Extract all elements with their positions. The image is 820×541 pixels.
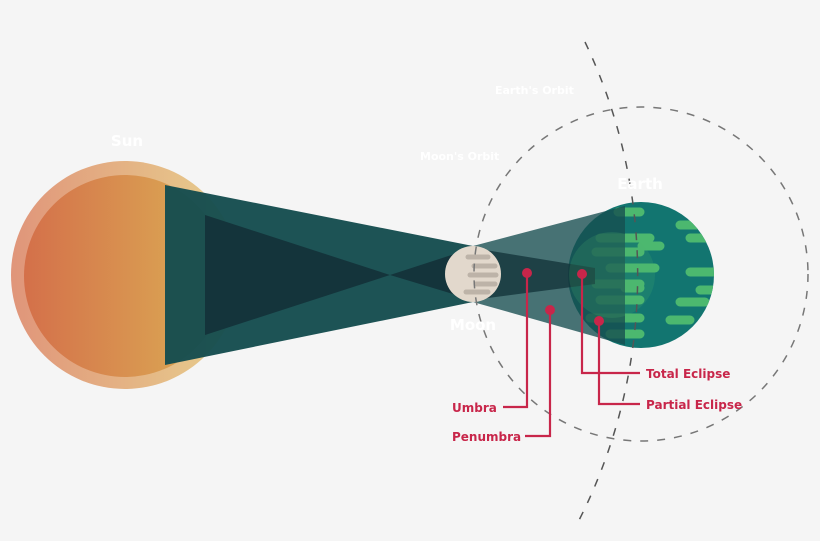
moons-orbit (473, 106, 809, 442)
partial-eclipse-leader (597, 321, 640, 406)
sun-label: Sun (111, 132, 143, 150)
total-eclipse-marker (577, 269, 587, 279)
earth-penumbra-overlay (569, 232, 655, 318)
moons-orbit-label: Moon's Orbit (420, 150, 499, 163)
penumbra-leader (525, 310, 552, 438)
moon-label: Moon (450, 316, 496, 334)
earths-orbit-label: Earth's Orbit (495, 84, 574, 97)
partial-eclipse-label: Partial Eclipse (646, 398, 742, 412)
partial-eclipse-marker (594, 316, 604, 326)
penumbra-label: Penumbra (452, 430, 521, 444)
penumbra-marker (545, 305, 555, 315)
umbra-marker (522, 268, 532, 278)
umbra-label: Umbra (452, 401, 497, 415)
earths-orbit (574, 41, 639, 529)
total-eclipse-leader (580, 274, 640, 375)
earth-label: Earth (617, 175, 663, 193)
umbra-leader (503, 273, 529, 409)
umbra-cone (205, 215, 390, 335)
moon (445, 246, 501, 302)
total-eclipse-label: Total Eclipse (646, 367, 730, 381)
umbra-cone-earth (473, 248, 595, 300)
